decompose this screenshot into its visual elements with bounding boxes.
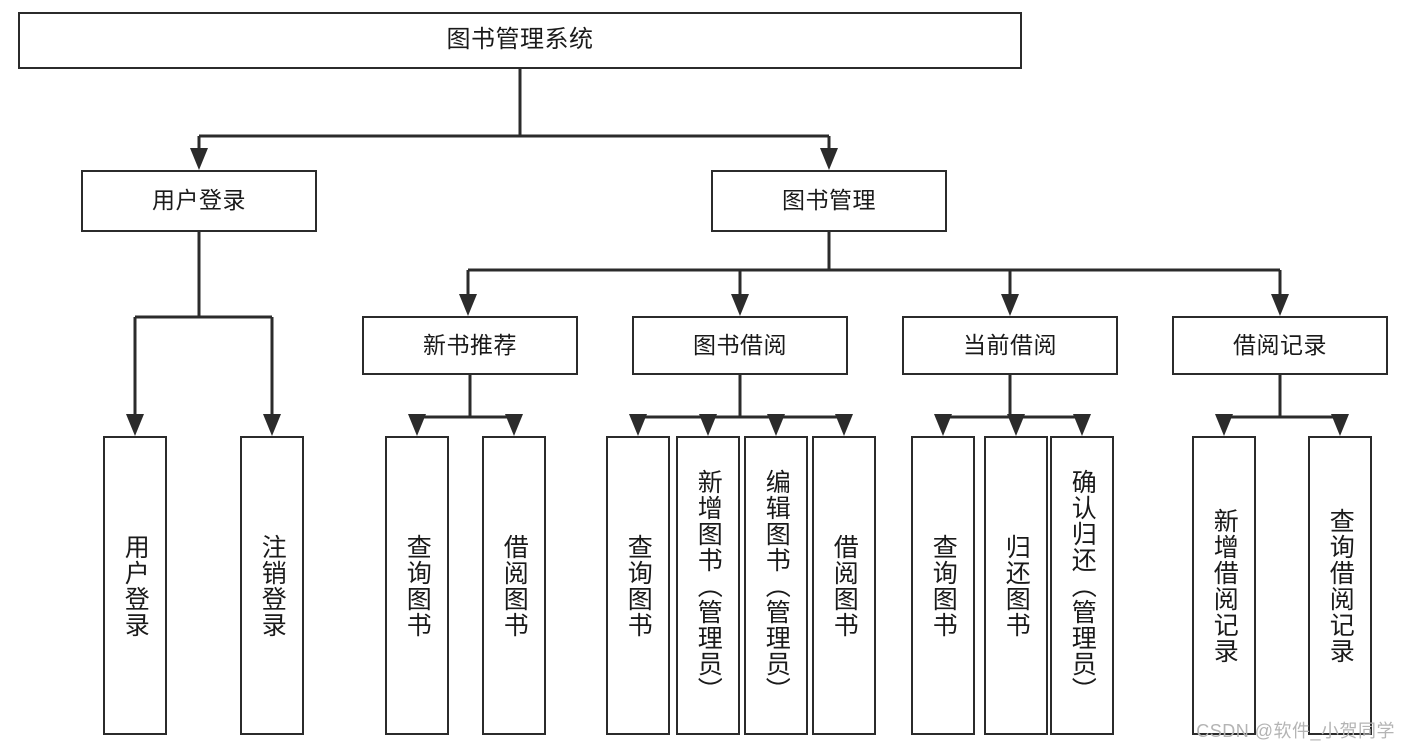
arrow-head-icon [1271, 294, 1289, 316]
node-label: 图书管理系统 [446, 26, 594, 54]
node-label: 查询图书 [624, 533, 653, 638]
leaf-node-借阅图书-3[interactable]: 借阅图书 [482, 436, 546, 735]
node-label: 当前借阅 [963, 331, 1057, 358]
level3-node-新书推荐-0[interactable]: 新书推荐 [362, 316, 578, 375]
arrow-head-icon [767, 414, 785, 436]
node-label: 用户登录 [152, 187, 246, 214]
level3-node-当前借阅-2[interactable]: 当前借阅 [902, 316, 1118, 375]
node-label: 图书借阅 [693, 331, 787, 358]
level3-node-图书借阅-1[interactable]: 图书借阅 [632, 316, 848, 375]
node-label: 归还图书 [1002, 533, 1031, 638]
node-label: 借阅记录 [1233, 331, 1327, 358]
node-label: 查询借阅记录 [1326, 507, 1355, 664]
arrow-head-icon [263, 414, 281, 436]
arrow-head-icon [1073, 414, 1091, 436]
node-label: 借阅图书 [500, 533, 529, 638]
arrow-head-icon [1007, 414, 1025, 436]
node-label: 编辑图书（管理员） [762, 468, 791, 703]
arrow-head-icon [731, 294, 749, 316]
level3-node-借阅记录-3[interactable]: 借阅记录 [1172, 316, 1388, 375]
root-node-图书管理系统[interactable]: 图书管理系统 [18, 12, 1022, 69]
arrow-head-icon [126, 414, 144, 436]
leaf-node-确认归还管理员-10[interactable]: 确认归还（管理员） [1050, 436, 1114, 735]
arrow-head-icon [408, 414, 426, 436]
arrow-head-icon [505, 414, 523, 436]
leaf-node-新增借阅记录-11[interactable]: 新增借阅记录 [1192, 436, 1256, 735]
leaf-node-借阅图书-7[interactable]: 借阅图书 [812, 436, 876, 735]
leaf-node-用户登录-0[interactable]: 用户登录 [103, 436, 167, 735]
leaf-node-查询借阅记录-12[interactable]: 查询借阅记录 [1308, 436, 1372, 735]
level2-node-图书管理-1[interactable]: 图书管理 [711, 170, 947, 232]
arrow-head-icon [835, 414, 853, 436]
leaf-node-注销登录-1[interactable]: 注销登录 [240, 436, 304, 735]
node-label: 新书推荐 [423, 331, 517, 358]
node-label: 确认归还（管理员） [1068, 468, 1097, 703]
node-label: 新增图书（管理员） [694, 468, 723, 703]
node-label: 新增借阅记录 [1210, 507, 1239, 664]
arrow-head-icon [1001, 294, 1019, 316]
arrow-head-icon [934, 414, 952, 436]
leaf-node-查询图书-8[interactable]: 查询图书 [911, 436, 975, 735]
node-label: 用户登录 [121, 533, 150, 638]
node-label: 注销登录 [258, 533, 287, 638]
arrow-head-icon [699, 414, 717, 436]
node-label: 查询图书 [403, 533, 432, 638]
arrow-head-icon [629, 414, 647, 436]
leaf-node-查询图书-2[interactable]: 查询图书 [385, 436, 449, 735]
leaf-node-归还图书-9[interactable]: 归还图书 [984, 436, 1048, 735]
arrow-head-icon [1215, 414, 1233, 436]
leaf-node-新增图书管理员-5[interactable]: 新增图书（管理员） [676, 436, 740, 735]
node-label: 查询图书 [929, 533, 958, 638]
leaf-node-编辑图书管理员-6[interactable]: 编辑图书（管理员） [744, 436, 808, 735]
level2-node-用户登录-0[interactable]: 用户登录 [81, 170, 317, 232]
leaf-node-查询图书-4[interactable]: 查询图书 [606, 436, 670, 735]
arrow-head-icon [820, 148, 838, 170]
arrow-head-icon [190, 148, 208, 170]
arrow-head-icon [1331, 414, 1349, 436]
node-label: 图书管理 [782, 187, 876, 214]
node-label: 借阅图书 [830, 533, 859, 638]
arrow-head-icon [459, 294, 477, 316]
